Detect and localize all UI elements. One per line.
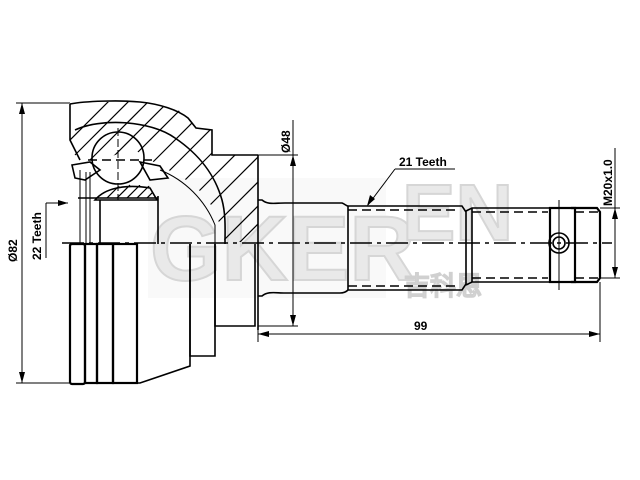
thread-label: M20x1.0 xyxy=(601,159,615,206)
stub-shaft xyxy=(258,199,602,297)
watermark-brand-chinese: 吉科恩 xyxy=(404,272,482,302)
ball-and-cage xyxy=(71,128,170,244)
dimension-thread: M20x1.0 xyxy=(600,148,620,279)
bell-housing-section xyxy=(69,100,259,330)
outer-diameter-label: Ø82 xyxy=(6,239,20,262)
watermark-brand-left: GKER xyxy=(150,198,416,300)
boot-exterior xyxy=(68,242,256,386)
dimension-shaft-spline: 21 Teeth xyxy=(367,155,455,206)
bell-spline-label: 22 Teeth xyxy=(30,212,44,260)
dimension-shaft-length: 99 xyxy=(257,282,601,342)
watermark-backdrop xyxy=(148,178,386,298)
dimension-shaft-diameter: Ø48 xyxy=(212,120,298,327)
watermark: GKER EN 吉科恩 xyxy=(148,167,514,303)
dimension-outer-diameter: Ø82 xyxy=(6,102,70,384)
dimension-bell-spline: 22 Teeth xyxy=(30,200,68,260)
bell-hatching xyxy=(70,102,258,242)
shaft-diameter-label: Ø48 xyxy=(279,130,293,153)
shaft-spline-label: 21 Teeth xyxy=(399,155,447,169)
shaft-length-label: 99 xyxy=(414,319,428,333)
